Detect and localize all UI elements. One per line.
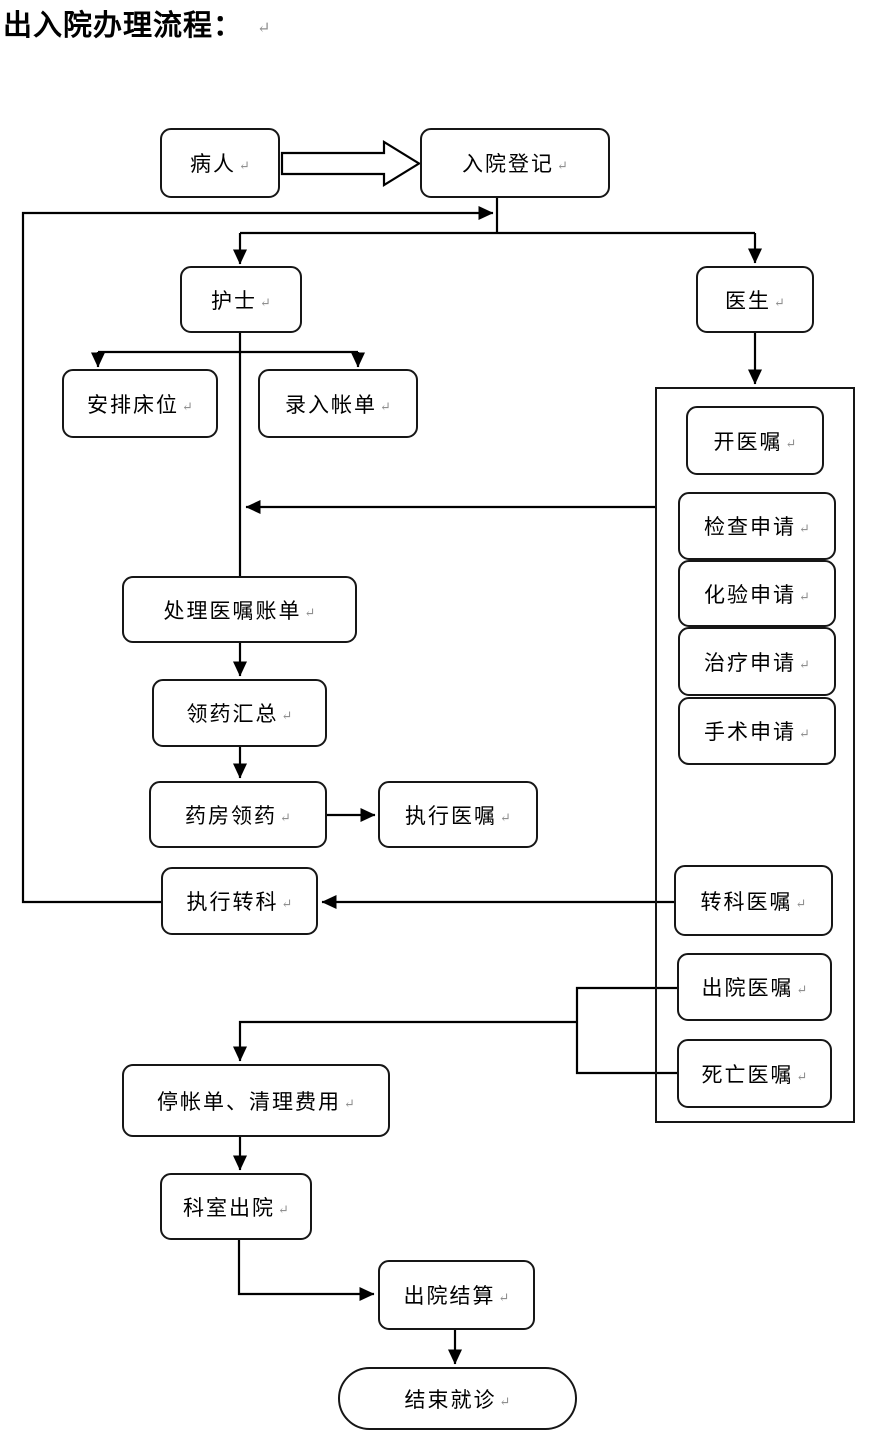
node-label: 出院结算 bbox=[403, 1284, 496, 1308]
node-end-visit: 结束就诊↵ bbox=[338, 1367, 577, 1430]
node-label: 执行医嘱 bbox=[405, 803, 498, 828]
node-pharmacy-dispense: 药房领药↵ bbox=[149, 781, 327, 848]
page-title: 出入院办理流程： ↵ bbox=[3, 2, 270, 44]
paragraph-mark: ↵ bbox=[799, 521, 810, 536]
paragraph-mark: ↵ bbox=[281, 708, 293, 723]
edge-feedback-loop bbox=[21, 206, 494, 904]
paragraph-mark: ↵ bbox=[257, 20, 271, 37]
node-label: 医生 bbox=[725, 288, 772, 313]
edge-to-stop-bill bbox=[233, 1020, 577, 1062]
paragraph-mark: ↵ bbox=[795, 895, 807, 911]
paragraph-mark: ↵ bbox=[774, 294, 785, 310]
node-label: 护士 bbox=[211, 288, 258, 313]
paragraph-mark: ↵ bbox=[499, 1393, 511, 1409]
node-transfer-order: 转科医嘱↵ bbox=[674, 865, 833, 936]
paragraph-mark: ↵ bbox=[799, 588, 810, 604]
node-label: 转科医嘱 bbox=[700, 889, 793, 914]
edge-to-settle bbox=[237, 1240, 375, 1301]
connector-lines bbox=[21, 140, 762, 1365]
node-nurse: 护士↵ bbox=[180, 266, 302, 333]
node-label: 科室出院 bbox=[183, 1195, 276, 1220]
node-label: 出院医嘱 bbox=[701, 976, 794, 1000]
node-label: 录入帐单 bbox=[285, 392, 378, 417]
node-label: 执行转科 bbox=[186, 890, 279, 914]
node-label: 领药汇总 bbox=[186, 702, 279, 726]
node-enter-bill: 录入帐单↵ bbox=[258, 369, 418, 438]
node-discharge-settle: 出院结算↵ bbox=[378, 1260, 535, 1330]
node-discharge-order: 出院医嘱↵ bbox=[677, 953, 832, 1021]
node-surgery-request: 手术申请↵ bbox=[678, 697, 836, 765]
paragraph-mark: ↵ bbox=[799, 656, 810, 672]
paragraph-mark: ↵ bbox=[182, 398, 193, 414]
paragraph-mark: ↵ bbox=[500, 809, 511, 825]
node-label: 死亡医嘱 bbox=[701, 1062, 794, 1087]
node-label: 处理医嘱账单 bbox=[163, 598, 302, 623]
paragraph-mark: ↵ bbox=[557, 158, 568, 173]
node-label: 病人 bbox=[190, 152, 237, 176]
paragraph-mark: ↵ bbox=[498, 1290, 510, 1305]
node-patient: 病人↵ bbox=[160, 128, 280, 198]
node-label: 化验申请 bbox=[704, 582, 797, 607]
node-label: 停帐单、清理费用 bbox=[157, 1089, 342, 1114]
node-label: 结束就诊 bbox=[404, 1387, 497, 1412]
node-label: 手术申请 bbox=[704, 720, 797, 744]
node-execute-order: 执行医嘱↵ bbox=[378, 781, 538, 848]
paragraph-mark: ↵ bbox=[799, 726, 810, 741]
node-label: 安排床位 bbox=[87, 392, 180, 417]
paragraph-mark: ↵ bbox=[260, 294, 271, 310]
node-treat-request: 治疗申请↵ bbox=[678, 627, 836, 696]
node-label: 开医嘱 bbox=[713, 429, 783, 454]
node-exam-request: 检查申请↵ bbox=[678, 492, 836, 560]
page-title-text: 出入院办理流程： bbox=[3, 10, 244, 42]
node-dept-discharge: 科室出院↵ bbox=[160, 1173, 312, 1240]
edge-patient-register-block-arrow bbox=[280, 140, 422, 187]
paragraph-mark: ↵ bbox=[344, 1095, 355, 1111]
doctor-orders-group bbox=[655, 387, 855, 1123]
node-process-order-bill: 处理医嘱账单↵ bbox=[122, 576, 357, 643]
paragraph-mark: ↵ bbox=[304, 604, 316, 620]
paragraph-mark: ↵ bbox=[278, 1201, 289, 1217]
edge-orders-bracket bbox=[575, 986, 677, 1075]
node-lab-request: 化验申请↵ bbox=[678, 560, 836, 627]
node-arrange-bed: 安排床位↵ bbox=[62, 369, 218, 438]
paragraph-mark: ↵ bbox=[796, 982, 808, 997]
node-doctor: 医生↵ bbox=[696, 266, 814, 333]
node-stop-bill-clear-fee: 停帐单、清理费用↵ bbox=[122, 1064, 390, 1137]
node-label: 药房领药 bbox=[185, 803, 278, 828]
node-label: 入院登记 bbox=[462, 152, 555, 176]
node-label: 治疗申请 bbox=[704, 650, 797, 675]
paragraph-mark: ↵ bbox=[785, 435, 797, 451]
node-issue-order: 开医嘱↵ bbox=[686, 406, 824, 475]
paragraph-mark: ↵ bbox=[796, 1068, 808, 1084]
node-execute-transfer: 执行转科↵ bbox=[161, 867, 318, 935]
node-medicine-summary: 领药汇总↵ bbox=[152, 679, 327, 747]
node-admission-register: 入院登记↵ bbox=[420, 128, 610, 198]
paragraph-mark: ↵ bbox=[280, 809, 291, 825]
node-death-order: 死亡医嘱↵ bbox=[677, 1039, 832, 1108]
paragraph-mark: ↵ bbox=[380, 398, 391, 414]
paragraph-mark: ↵ bbox=[239, 158, 250, 173]
paragraph-mark: ↵ bbox=[281, 896, 293, 911]
node-label: 检查申请 bbox=[704, 515, 797, 539]
